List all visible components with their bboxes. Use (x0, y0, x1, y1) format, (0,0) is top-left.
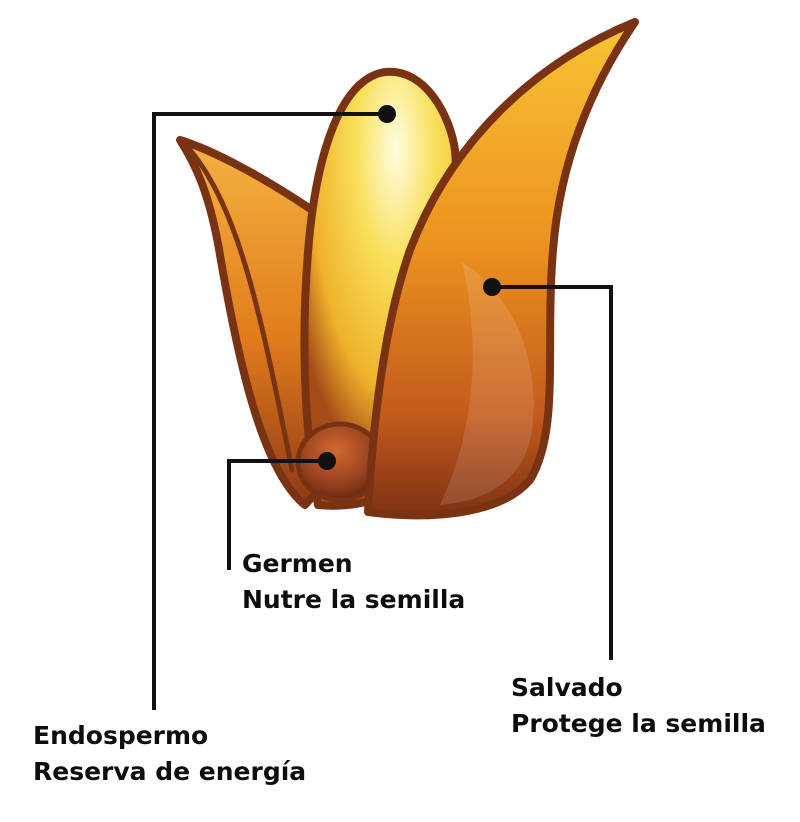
endosperm-leader-line (152, 112, 387, 710)
endosperm-marker-dot (378, 105, 396, 123)
germen-label: Germen Nutre la semilla (242, 546, 465, 618)
salvado-label-description: Protege la semilla (511, 709, 766, 738)
germen-label-description: Nutre la semilla (242, 585, 466, 614)
germen-leader-line (227, 459, 327, 570)
germen-marker-dot (318, 452, 336, 470)
endospermo-label-name: Endospermo (33, 721, 209, 750)
germen-label-name: Germen (242, 549, 353, 578)
bran-right-leaf-sheen (440, 262, 534, 505)
salvado-marker-dot (483, 278, 501, 296)
salvado-label: Salvado Protege la semilla (511, 670, 766, 742)
bran-left-leaf (176, 136, 340, 509)
salvado-leader-line (492, 285, 613, 660)
endospermo-label-description: Reserva de energía (33, 757, 307, 786)
bran-right-leaf (364, 18, 639, 520)
endospermo-label: Endospermo Reserva de energía (33, 718, 306, 790)
bran-left-leaf-crease (187, 147, 295, 473)
salvado-label-name: Salvado (511, 673, 623, 702)
